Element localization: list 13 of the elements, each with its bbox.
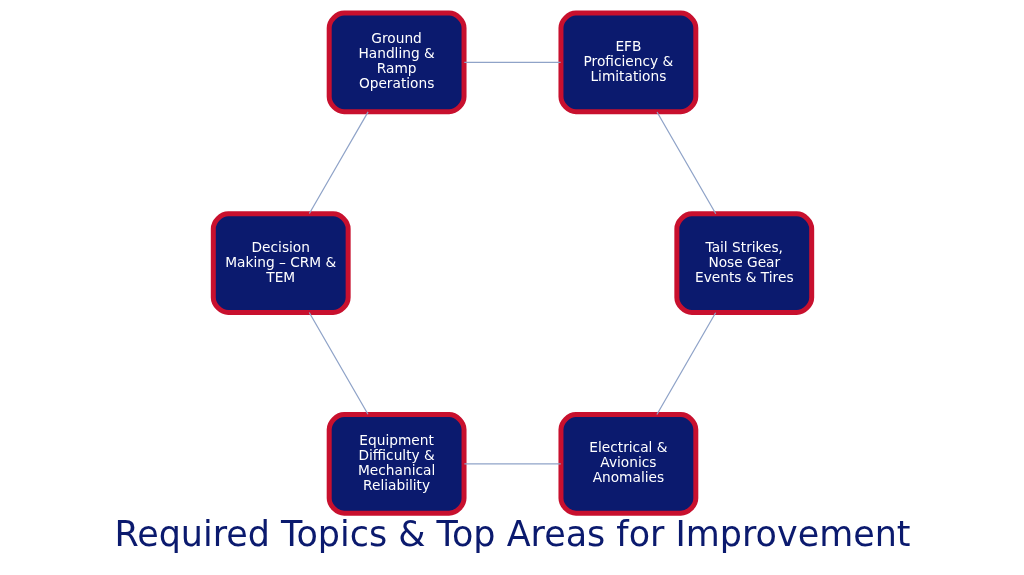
node-box: Decision Making – CRM & TEM xyxy=(210,211,351,315)
node-box: Ground Handling & Ramp Operations xyxy=(326,10,467,115)
connector xyxy=(308,311,369,415)
connector xyxy=(463,61,561,64)
diagram-title: Required Topics & Top Areas for Improvement xyxy=(113,514,911,555)
node-box: EFB Proficiency & Limitations xyxy=(557,10,698,115)
node-box: Equipment Difficulty & Mechanical Reliability xyxy=(326,412,467,516)
node-box: Electrical & Avionics Anomalies xyxy=(557,412,698,516)
connector xyxy=(463,463,561,465)
connector xyxy=(308,111,369,215)
connector xyxy=(655,312,716,416)
node-box: Tail Strikes, Nose Gear Events & Tires xyxy=(673,211,814,315)
connector xyxy=(655,111,716,215)
